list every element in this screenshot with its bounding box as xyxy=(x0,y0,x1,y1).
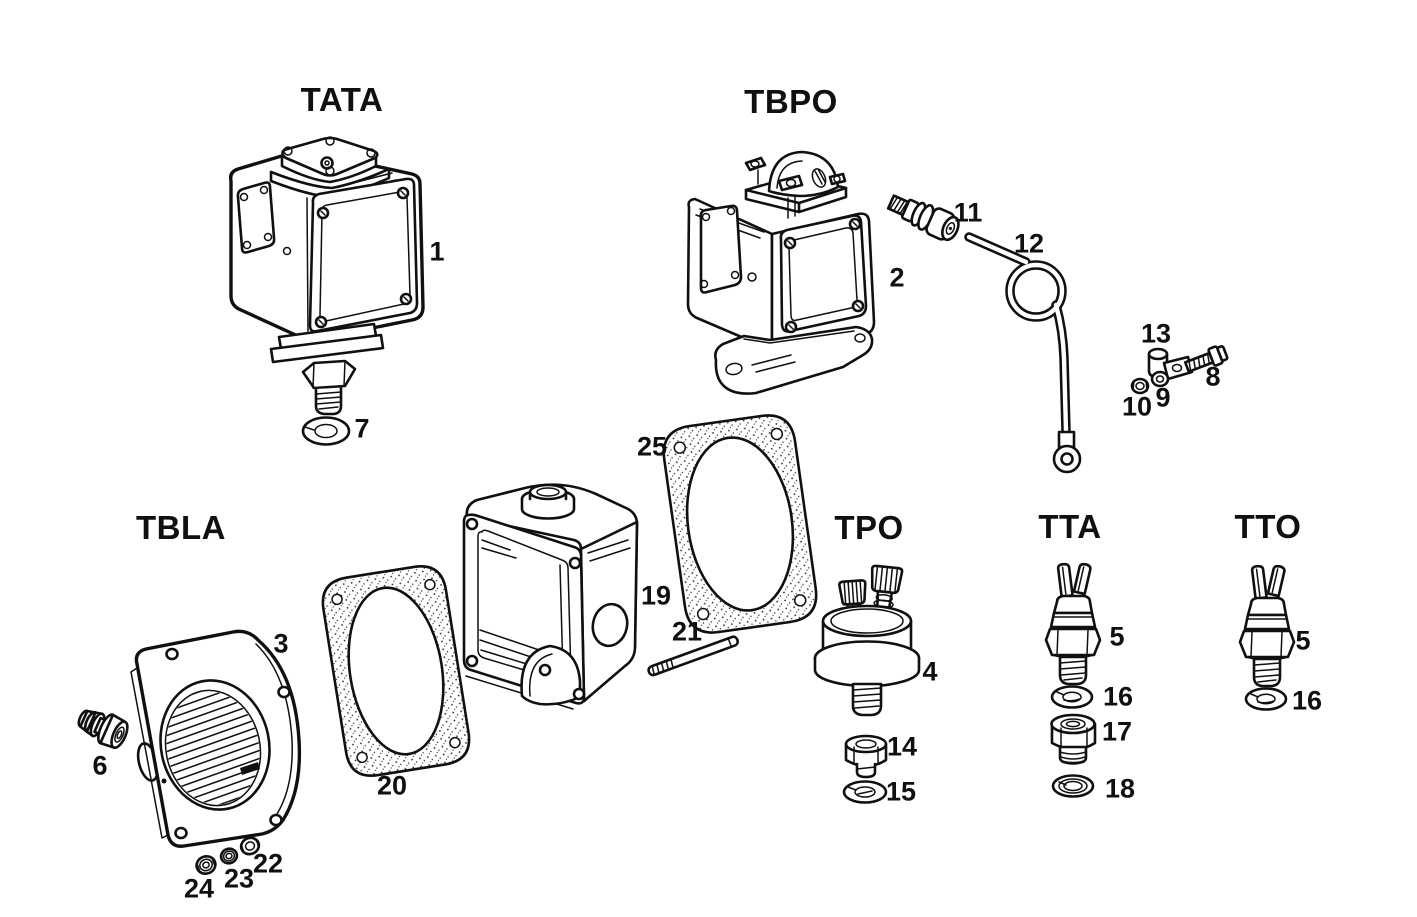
part-callout: 22 xyxy=(252,848,284,879)
tta-switch-art xyxy=(1044,561,1102,798)
tto-switch-art xyxy=(1238,563,1296,711)
part-callout: 25 xyxy=(636,431,668,462)
section-label-tta: TTA xyxy=(1038,508,1102,545)
tbla-gauge-3-art xyxy=(77,629,302,876)
part-callout: 6 xyxy=(92,750,108,781)
part-callout: 10 xyxy=(1121,391,1153,422)
section-label-tto: TTO xyxy=(1234,508,1302,545)
part-callout: 23 xyxy=(223,863,255,894)
part-callout: 11 xyxy=(953,197,983,228)
gasket-20-art xyxy=(321,565,471,777)
part-callout: 13 xyxy=(1140,318,1172,349)
part-callout: 2 xyxy=(889,262,905,293)
section-label-tbla: TBLA xyxy=(136,509,226,546)
part-callout: 12 xyxy=(1013,228,1045,259)
section-label-tata: TATA xyxy=(300,81,384,118)
part-callout: 16 xyxy=(1291,685,1323,716)
stud-21-art xyxy=(647,635,740,677)
part-callout: 15 xyxy=(885,776,917,807)
part-callout: 9 xyxy=(1155,382,1171,413)
part-callout: 4 xyxy=(922,656,938,687)
tpo-sender-4-art xyxy=(813,564,921,804)
part-callout: 21 xyxy=(671,616,703,647)
part-callout: 8 xyxy=(1205,361,1221,392)
part-callout: 18 xyxy=(1104,773,1136,804)
part-callout: 17 xyxy=(1101,716,1133,747)
part-callout: 5 xyxy=(1295,625,1311,656)
part-callout: 19 xyxy=(640,580,672,611)
gasket-25-art xyxy=(662,414,818,634)
part-callout: 5 xyxy=(1109,621,1125,652)
part-callout: 1 xyxy=(429,236,445,267)
part-callout: 14 xyxy=(886,731,918,762)
section-label-tpo: TPO xyxy=(834,509,904,546)
part-callout: 24 xyxy=(183,873,215,904)
part-callout: 3 xyxy=(273,628,289,659)
section-label-tbpo: TBPO xyxy=(744,83,838,120)
part-callout: 7 xyxy=(354,413,370,444)
tata-switch-1-art xyxy=(228,136,425,446)
tbpo-switch-2-art xyxy=(686,150,1229,474)
cover-housing-19-art xyxy=(462,483,639,710)
part-callout: 20 xyxy=(376,770,408,801)
part-callout: 16 xyxy=(1102,681,1134,712)
